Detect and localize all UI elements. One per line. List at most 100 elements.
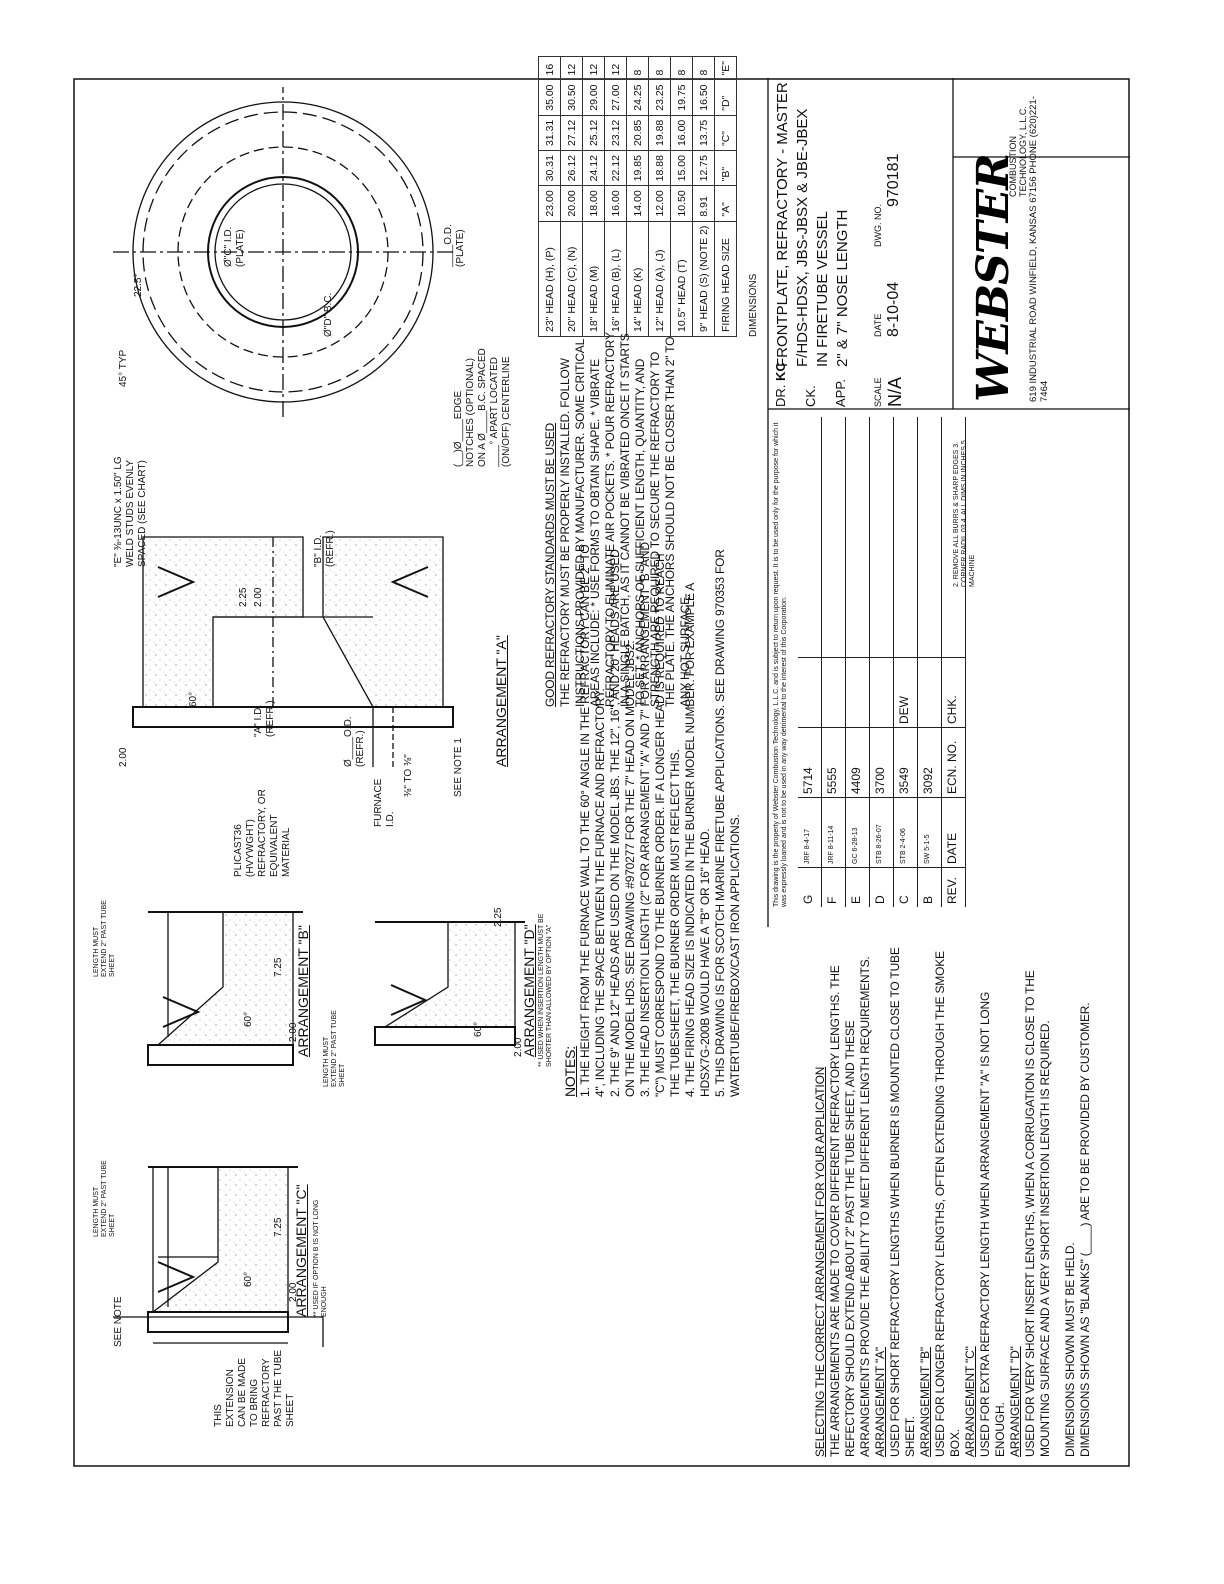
plate-angle225: 22.5° <box>133 273 144 297</box>
head-table-cell: 23.00 <box>538 185 561 222</box>
rev-cell: E <box>846 867 869 907</box>
rev-cell <box>870 657 893 727</box>
head-table-cell: 30.31 <box>538 150 561 186</box>
head-table-cell: 19.88 <box>648 115 671 151</box>
title-line-2: F/HDS-HDSX, JBS-JBSX & JBE-JBEX <box>794 108 811 367</box>
app-label: APP. <box>833 379 848 407</box>
head-table-cell: 16.50 <box>692 79 715 116</box>
head-table-cell: 27.12 <box>560 115 583 151</box>
rev-cell: STB 2-4-06 <box>894 797 917 867</box>
arr-c-head: ARRANGEMENT "C" <box>963 1346 977 1457</box>
standards-text: THE REFRACTORY MUST BE PROPERLY INSTALLE… <box>558 332 692 707</box>
arr-b-length-top: LENGTH MUST EXTEND 2" PAST TUBE SHEET <box>93 900 116 977</box>
rev-cell: JRF 8-11-14 <box>822 797 845 867</box>
rev-cell <box>798 657 821 727</box>
arrangement-d-section <box>374 921 525 1046</box>
title-line-3: IN FIRETUBE VESSEL <box>814 211 831 367</box>
arr-a-angle: 60° <box>188 691 199 707</box>
head-table-cell: 23.25 <box>648 79 671 116</box>
rev-cell <box>846 657 869 727</box>
arr-a-plicast: PLICAST36 (HVYWGHT) REFRACTORY, OR EQUIV… <box>233 789 292 877</box>
arr-a-dim-225: 2.25 <box>238 587 249 607</box>
head-table-cell: 35.00 <box>538 79 561 116</box>
arrangement-b-section <box>147 911 303 1066</box>
arr-d-angle: 60° <box>473 1021 484 1037</box>
head-table-cell: 22.12 <box>604 150 627 186</box>
head-table-cell: 20" HEAD (C), (N) <box>560 221 583 337</box>
head-table-cell: 20.85 <box>626 115 649 151</box>
rev-cell: 3549 <box>894 727 917 797</box>
dr-label: DR. <box>773 384 788 407</box>
arr-c-see-note: SEE NOTE <box>113 1296 124 1347</box>
rev-cell: STB 8-26-07 <box>870 797 893 867</box>
rev-cell: DATE <box>942 797 965 867</box>
head-table-cell: 18" HEAD (M) <box>582 221 605 337</box>
rotated-drawing: SELECTING THE CORRECT ARRANGEMENT FOR YO… <box>73 56 1130 1467</box>
company-address: 619 INDUSTRIAL ROAD WINFIELD, KANSAS 671… <box>1028 96 1050 402</box>
plate-od: ____O.D. (PLATE) <box>443 224 466 267</box>
plate-notch-note: (__)Ø____EDGE NOTCHES (OPTIONAL) ON A Ø_… <box>453 348 512 467</box>
head-table-cell: 26.12 <box>560 150 583 186</box>
head-table-cell: 18.00 <box>582 185 605 222</box>
rev-cell <box>918 657 941 727</box>
arr-c-text: USED FOR EXTRA REFRACTORY LENGTH WHEN AR… <box>978 991 1007 1457</box>
arr-a-furnace: FURNACE I.D. <box>373 778 396 827</box>
head-table-cell: 25.12 <box>582 115 605 151</box>
selecting-intro: THE ARRANGEMENTS ARE MADE TO COVER DIFFE… <box>828 956 872 1457</box>
note-5: 5. THIS DRAWING IS FOR SCOTCH MARINE FIR… <box>713 549 742 1097</box>
head-table-cell: 27.00 <box>604 79 627 116</box>
head-table-cell: 16 <box>538 56 561 80</box>
rev-cell: 5714 <box>798 727 821 797</box>
rev-cell: G <box>798 867 821 907</box>
rev-cell: ECN. NO. <box>942 727 965 797</box>
head-table-cell: 29.00 <box>582 79 605 116</box>
head-table-cell: "C" <box>714 115 737 151</box>
plate-d-bc: Ø"D" B.C. <box>323 292 334 337</box>
head-table-cell: 8 <box>626 56 649 80</box>
head-table-cell: 8 <box>648 56 671 80</box>
footer-2: DIMENSIONS SHOWN AS "BLANKS" (____) ARE … <box>1078 1002 1092 1457</box>
head-table-cell: 31.31 <box>538 115 561 151</box>
head-table-cell: "D" <box>714 79 737 116</box>
arr-a-aid: "A" I.D. (REFR.) <box>253 700 276 737</box>
dwg-value: 970181 <box>885 153 902 207</box>
arr-c-label: ARRANGEMENT "C" <box>293 1184 309 1317</box>
head-table-cell: "E" <box>714 56 737 80</box>
head-table-cell: 16.00 <box>670 115 693 151</box>
arr-a-dim-200b: 2.00 <box>253 587 264 607</box>
arr-c-sub: ** USED IF OPTION B IS NOT LONG ENOUGH <box>313 1199 328 1317</box>
rev-cell: 4409 <box>846 727 869 797</box>
arr-c-angle: 60° <box>243 1271 254 1287</box>
rev-cell: JRF 8-4-17 <box>798 797 821 867</box>
head-table-cell: 23" HEAD (H), (P) <box>538 221 561 337</box>
arr-b-label: ARRANGEMENT "B" <box>295 925 311 1057</box>
standards-block: GOOD REFRACTORY STANDARDS MUST BE USED T… <box>543 327 693 707</box>
rev-cell: REV. <box>942 867 965 907</box>
selecting-title: SELECTING THE CORRECT ARRANGEMENT FOR YO… <box>813 1066 827 1457</box>
date-label: DATE <box>873 313 883 337</box>
title-block-frame <box>767 78 1130 927</box>
head-table-cell: 12 <box>604 56 627 80</box>
arr-d-label: ARRANGEMENT "D" <box>521 924 537 1057</box>
footer-1: DIMENSIONS SHOWN MUST BE HELD. <box>1063 1242 1077 1457</box>
arr-a-head: ARRANGEMENT "A" <box>873 1347 887 1457</box>
arr-a-text: USED FOR SHORT REFRACTORY LENGTHS WHEN B… <box>888 947 917 1457</box>
company-sub: COMBUSTION TECHNOLOGY, L.L.C. <box>1008 106 1028 197</box>
head-table-cell: 24.12 <box>582 150 605 186</box>
head-table-cell: 12" HEAD (A), (J) <box>648 221 671 337</box>
arr-c-dim-725: 7.25 <box>273 1217 284 1237</box>
rev-cell: F <box>822 867 845 907</box>
rev-cell: D <box>870 867 893 907</box>
dr-row: DR. KC <box>773 362 788 407</box>
head-table-cell: 16" HEAD (B), (L) <box>604 221 627 337</box>
